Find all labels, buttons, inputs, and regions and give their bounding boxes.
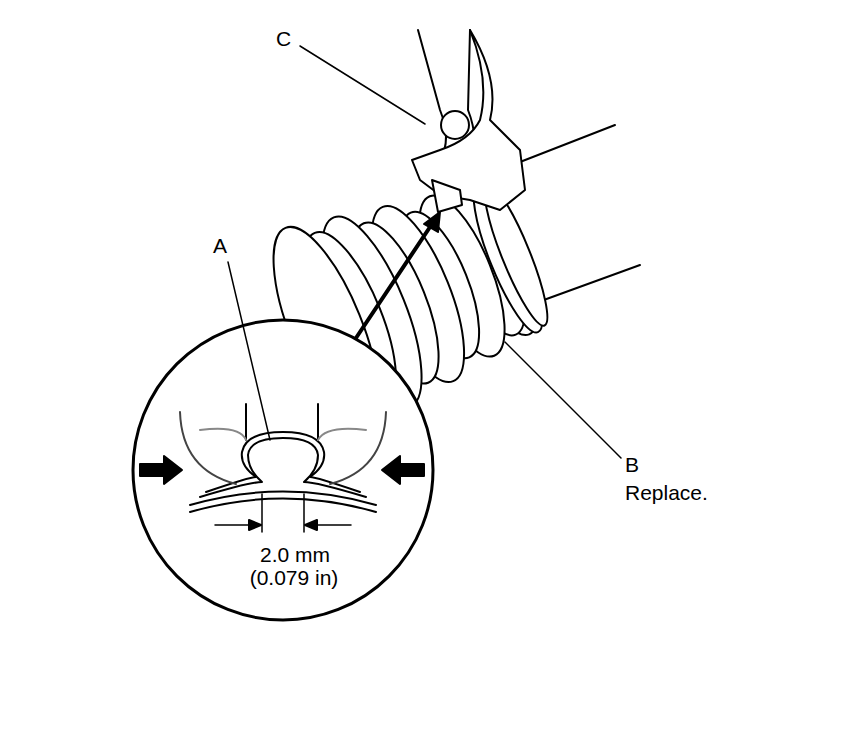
dimension-line [215, 524, 351, 526]
dimension-line [262, 494, 304, 532]
arrow-head [424, 212, 440, 232]
arrow-head [305, 520, 317, 530]
band-pliers [412, 30, 525, 212]
detail-circle [133, 320, 433, 620]
callout-letter: C [276, 27, 291, 50]
detail-crimp [180, 404, 386, 512]
force-arrow [140, 456, 182, 484]
leader-line [505, 342, 621, 458]
shaft-edge [520, 125, 615, 162]
callout-letter: A [213, 234, 227, 257]
dimension-text: 2.0 mm [260, 543, 330, 566]
detail-pointer [356, 224, 432, 338]
leader-line [228, 262, 270, 440]
dimension-text: (0.079 in) [250, 566, 339, 589]
arrow-head [249, 520, 261, 530]
leader-line [300, 46, 425, 124]
callout-letter: B [625, 453, 639, 476]
shaft-edge [530, 265, 640, 305]
note-text: Replace. [625, 481, 708, 504]
force-arrow [382, 456, 424, 484]
